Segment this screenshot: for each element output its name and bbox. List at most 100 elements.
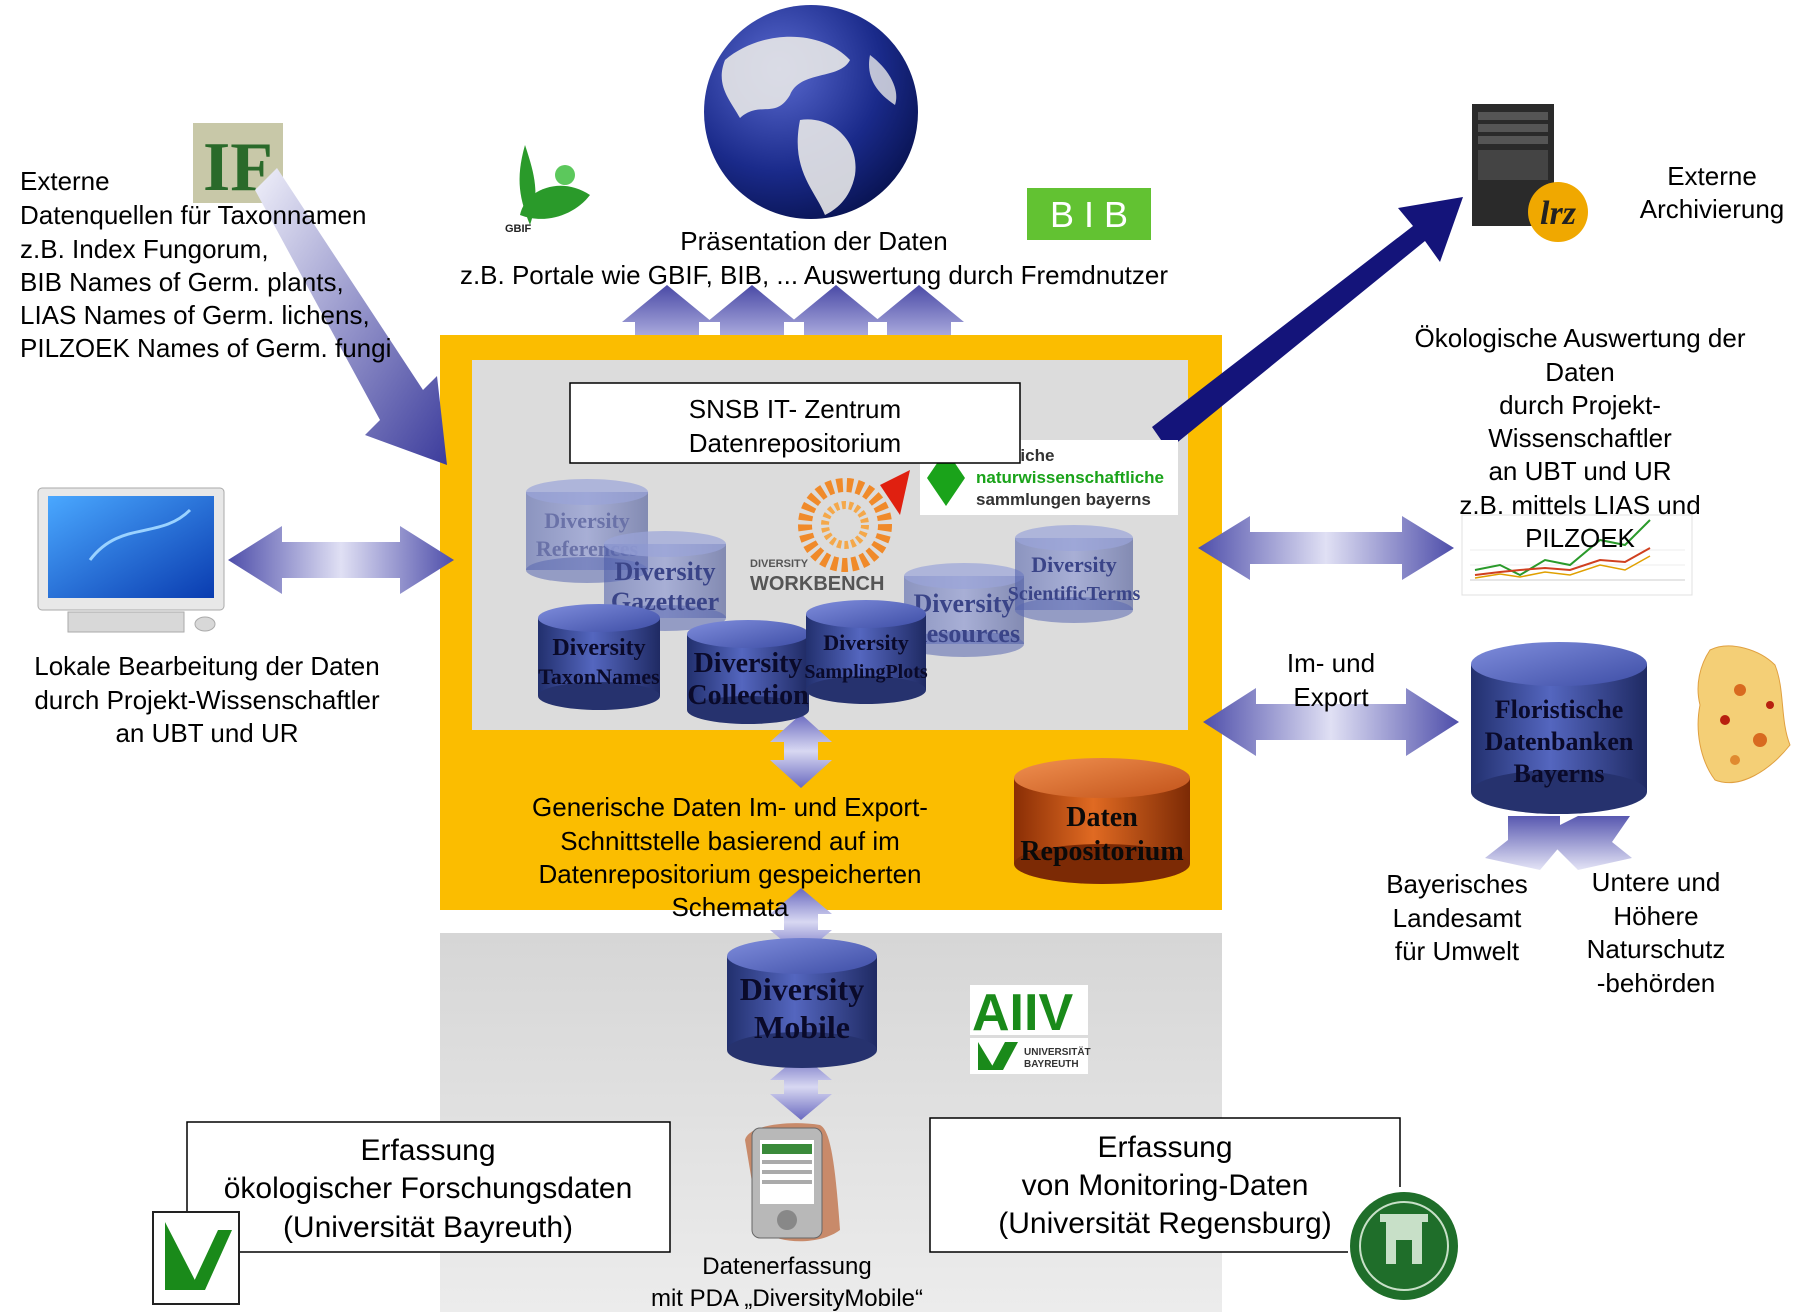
archive-label: Externe Archivierung (1640, 161, 1785, 224)
svg-text:Diversity: Diversity (740, 971, 864, 1007)
svg-text:z.B. Portale wie GBIF, BIB, ..: z.B. Portale wie GBIF, BIB, ... Auswertu… (460, 260, 1168, 290)
cylinder-samplingplots: Diversity SamplingPlots (804, 600, 928, 704)
svg-text:Schemata: Schemata (671, 892, 789, 922)
svg-text:Ökologische Auswertung der: Ökologische Auswertung der (1415, 323, 1746, 353)
ecological-double-arrow (1198, 516, 1454, 580)
uni-regensburg-seal (1348, 1187, 1460, 1305)
svg-text:Erfassung: Erfassung (1097, 1131, 1232, 1164)
svg-text:lrz: lrz (1540, 195, 1577, 232)
svg-text:für Umwelt: für Umwelt (1395, 936, 1520, 966)
svg-text:Diversity: Diversity (1031, 552, 1117, 577)
svg-text:BAYREUTH: BAYREUTH (1024, 1059, 1079, 1070)
cylinder-references: Diversity References (526, 479, 648, 583)
floristic-down-arrow-right (1548, 816, 1632, 870)
cylinder-scientificterms: Diversity ScientificTerms (1008, 525, 1141, 623)
svg-text:AIIV: AIIV (972, 984, 1073, 1042)
svg-text:Collection: Collection (687, 680, 809, 711)
floristic-down-arrow-left (1485, 816, 1578, 870)
svg-text:Landesamt: Landesamt (1393, 903, 1522, 933)
svg-text:Datenquellen für Taxonnamen: Datenquellen für Taxonnamen (20, 200, 366, 230)
svg-text:Datenerfassung: Datenerfassung (702, 1253, 871, 1280)
svg-text:Diversity: Diversity (552, 635, 645, 661)
svg-text:Erfassung: Erfassung (360, 1134, 495, 1167)
repository-interface-arrow (770, 714, 832, 788)
erfassung-bayreuth-box: Erfassung ökologischer Forschungsdaten (… (186, 1121, 671, 1253)
svg-text:GBIF: GBIF (505, 223, 532, 235)
svg-text:sammlungen bayerns: sammlungen bayerns (976, 490, 1151, 509)
svg-text:mit PDA „DiversityMobile“: mit PDA „DiversityMobile“ (651, 1285, 923, 1312)
lrz-server-icon: lrz (1472, 104, 1588, 242)
svg-text:B I B: B I B (1050, 194, 1128, 235)
pda-icon (745, 1123, 840, 1242)
cylinder-mobile: Diversity Mobile (727, 938, 877, 1068)
erfassung-regensburg-box: Erfassung von Monitoring-Daten (Universi… (929, 1117, 1401, 1253)
local-double-arrow (228, 526, 454, 594)
svg-text:durch Projekt-: durch Projekt- (1499, 390, 1661, 420)
svg-text:PILZOEK Names of Germ. fungi: PILZOEK Names of Germ. fungi (20, 333, 391, 363)
cylinder-resources: Diversity Resources (904, 563, 1024, 657)
svg-text:Resources: Resources (908, 619, 1020, 648)
naturschutz-label: Untere und Höhere Naturschutz -behörden (1587, 867, 1726, 998)
snsb-box: SNSB IT- Zentrum Datenrepositorium (569, 382, 1021, 464)
presentation-label: Präsentation der Daten z.B. Portale wie … (460, 226, 1168, 290)
svg-text:PILZOEK: PILZOEK (1525, 523, 1635, 553)
import-export-double-arrow (1203, 688, 1459, 756)
svg-text:Floristische: Floristische (1495, 695, 1624, 724)
bayerisches-label: Bayerisches Landesamt für Umwelt (1386, 869, 1528, 966)
diversity-workbench-logo: DIVERSITY WORKBENCH (750, 470, 910, 595)
svg-text:Mobile: Mobile (754, 1009, 850, 1045)
svg-text:Daten: Daten (1066, 802, 1138, 833)
svg-text:Diversity: Diversity (823, 630, 909, 655)
svg-text:Datenrepositorium gespeicherte: Datenrepositorium gespeicherten (539, 859, 922, 889)
svg-text:von Monitoring-Daten: von Monitoring-Daten (1022, 1169, 1309, 1202)
svg-text:Daten: Daten (1545, 357, 1614, 387)
presentation-arrows (622, 285, 964, 335)
svg-text:UNIVERSITÄT: UNIVERSITÄT (1024, 1045, 1091, 1058)
svg-text:SNSB IT- Zentrum: SNSB IT- Zentrum (689, 394, 901, 424)
cylinder-collection: Diversity Collection (687, 620, 809, 724)
generic-interface-label: Generische Daten Im- und Export- Schnitt… (532, 792, 928, 922)
svg-text:Im- und: Im- und (1287, 648, 1375, 678)
bib-logo: B I B (1027, 188, 1151, 240)
pda-label: Datenerfassung mit PDA „DiversityMobile“ (651, 1253, 923, 1312)
computer-icon (37, 487, 225, 633)
svg-text:an UBT und UR: an UBT und UR (115, 718, 298, 748)
svg-text:Diversity: Diversity (913, 589, 1014, 618)
ecological-label: Ökologische Auswertung der Daten durch P… (1415, 323, 1746, 553)
mobile-pda-arrow (770, 1054, 832, 1120)
svg-text:Untere und: Untere und (1592, 867, 1721, 897)
globe-icon (704, 5, 918, 219)
svg-text:Archivierung: Archivierung (1640, 194, 1785, 224)
svg-text:an UBT und UR: an UBT und UR (1488, 456, 1671, 486)
germany-map-icon (1697, 645, 1791, 784)
svg-text:(Universität Bayreuth): (Universität Bayreuth) (283, 1211, 573, 1244)
local-label: Lokale Bearbeitung der Daten durch Proje… (34, 651, 380, 748)
svg-text:Lokale Bearbeitung der Daten: Lokale Bearbeitung der Daten (34, 651, 379, 681)
svg-text:Naturschutz: Naturschutz (1587, 934, 1726, 964)
svg-text:Externe: Externe (1667, 161, 1757, 191)
svg-text:Schnittstelle basierend auf im: Schnittstelle basierend auf im (560, 826, 900, 856)
svg-text:TaxonNames: TaxonNames (538, 664, 660, 689)
external-sources-label: Externe Datenquellen für Taxonnamen z.B.… (20, 166, 391, 363)
svg-text:Bayerns: Bayerns (1514, 759, 1605, 788)
svg-text:Diversity: Diversity (614, 557, 715, 586)
svg-text:LIAS Names of Germ. lichens,: LIAS Names of Germ. lichens, (20, 300, 370, 330)
cylinder-taxonnames: Diversity TaxonNames (538, 604, 660, 710)
svg-text:Datenbanken: Datenbanken (1485, 727, 1634, 756)
svg-text:Export: Export (1293, 682, 1369, 712)
ecological-chart-thumbnail (1461, 514, 1693, 596)
import-export-label: Im- und Export (1287, 648, 1375, 712)
svg-text:BIB Names of Germ. plants,: BIB Names of Germ. plants, (20, 267, 344, 297)
svg-text:Höhere: Höhere (1613, 901, 1698, 931)
archive-arrow (1152, 197, 1463, 450)
cylinder-repository: Daten Repositorium (1014, 758, 1190, 884)
svg-text:Diversity: Diversity (544, 508, 630, 533)
aiv-logo: AIIV UNIVERSITÄT BAYREUTH (970, 984, 1091, 1074)
svg-text:ScientificTerms: ScientificTerms (1008, 583, 1141, 605)
svg-text:(Universität Regensburg): (Universität Regensburg) (998, 1207, 1331, 1240)
cylinder-floristic: Floristische Datenbanken Bayerns (1471, 642, 1647, 814)
svg-text:durch Projekt-Wissenschaftler: durch Projekt-Wissenschaftler (34, 685, 380, 715)
svg-text:Diversity: Diversity (694, 648, 803, 679)
svg-text:SamplingPlots: SamplingPlots (804, 661, 928, 683)
